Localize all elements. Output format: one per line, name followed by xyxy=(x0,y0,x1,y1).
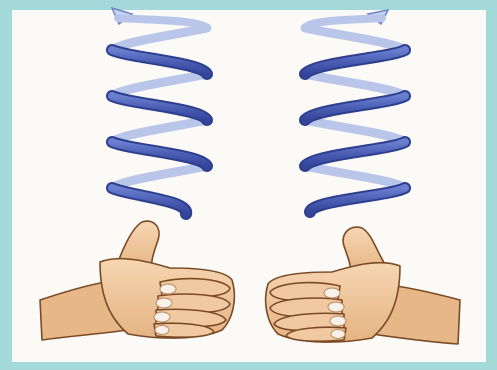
left-hand xyxy=(40,221,234,340)
right-hand xyxy=(266,227,460,344)
right-helix xyxy=(305,10,405,212)
left-helix xyxy=(112,8,207,214)
